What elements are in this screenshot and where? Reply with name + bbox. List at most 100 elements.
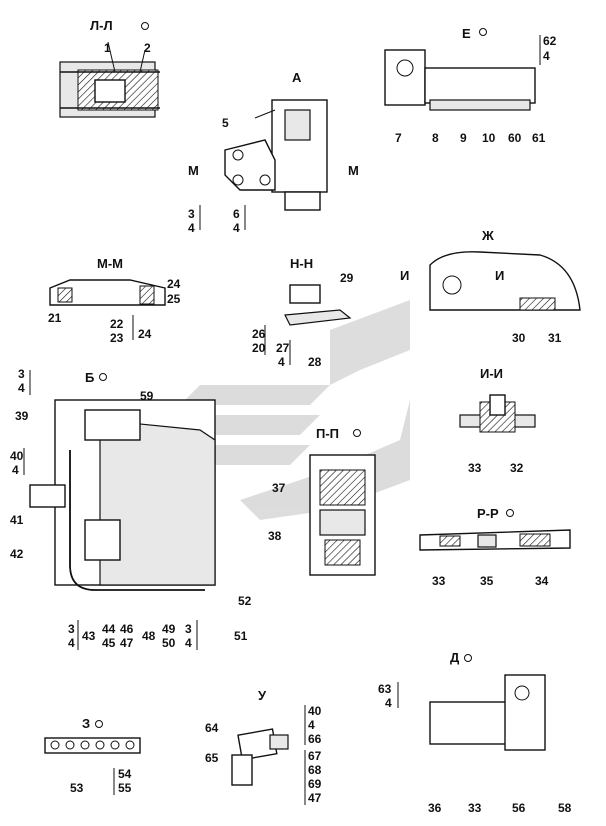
label-4c: 4 (68, 636, 75, 650)
view-b-title: Б (85, 370, 94, 385)
label-66: 66 (308, 732, 322, 746)
label-40: 40 (308, 704, 322, 718)
bolt-head (94, 79, 126, 103)
label-68: 68 (308, 763, 322, 777)
label-37: 37 (272, 481, 286, 495)
label-10: 10 (482, 131, 496, 145)
view-pp: П-П 37 38 (268, 426, 376, 576)
label-50: 50 (162, 636, 176, 650)
label-36: 36 (428, 801, 442, 815)
label-2: 2 (144, 41, 151, 55)
label-4: 4 (188, 221, 195, 235)
view-pp-title: П-П (316, 426, 339, 441)
label-23: 23 (110, 331, 124, 345)
label-33: 33 (432, 574, 446, 588)
label-9: 9 (460, 131, 467, 145)
label-28: 28 (308, 355, 322, 369)
label-29: 29 (340, 271, 354, 285)
view-d-title: Д (450, 650, 460, 665)
label-35: 35 (480, 574, 494, 588)
label-51: 51 (234, 629, 248, 643)
label-33b: 33 (468, 801, 482, 815)
label-4b: 4 (233, 221, 240, 235)
label-24b: 24 (138, 327, 152, 341)
inlet-pipe (29, 484, 66, 508)
label-60: 60 (508, 131, 522, 145)
view-rr-title: Р-Р (477, 506, 499, 521)
view-u-title: У (258, 688, 267, 703)
label-3c: 3 (68, 622, 75, 636)
label-49: 49 (162, 622, 176, 636)
label-52: 52 (238, 594, 252, 608)
bracket-block (384, 49, 426, 106)
label-25: 25 (167, 292, 181, 306)
view-e-title: Е (462, 26, 471, 41)
view-u: У 40 4 66 64 65 67 68 69 47 (205, 688, 322, 805)
pump-rotor (319, 509, 366, 536)
label-6: 6 (233, 207, 240, 221)
label-4b: 4 (12, 463, 19, 477)
label-30: 30 (512, 331, 526, 345)
label-67: 67 (308, 749, 322, 763)
section-marker-m-right: М (348, 163, 359, 178)
label-39: 39 (15, 409, 29, 423)
label-4d: 4 (185, 636, 192, 650)
label-22: 22 (110, 317, 124, 331)
label-47: 47 (120, 636, 134, 650)
cover-profile (429, 251, 581, 311)
label-61: 61 (532, 131, 546, 145)
label-1: 1 (104, 41, 111, 55)
view-nn-title: Н-Н (290, 256, 313, 271)
label-45: 45 (102, 636, 116, 650)
outlet-pipe (284, 191, 321, 211)
clip-head (289, 284, 321, 304)
label-24: 24 (167, 277, 181, 291)
clip-strip (284, 309, 352, 326)
bracket-body (429, 701, 511, 745)
view-ll-title: Л-Л (90, 18, 113, 33)
label-55: 55 (118, 781, 132, 795)
spring-element (284, 109, 311, 141)
label-54: 54 (118, 767, 132, 781)
label-5: 5 (222, 116, 229, 130)
label-65: 65 (205, 751, 219, 765)
label-43: 43 (82, 629, 96, 643)
label-34: 34 (535, 574, 549, 588)
label-62: 62 (543, 34, 557, 48)
section-marker-m-left: М (188, 163, 199, 178)
label-4: 4 (385, 696, 392, 710)
view-zh: Ж И И 30 31 (400, 228, 581, 345)
label-59: 59 (140, 389, 154, 403)
label-31: 31 (548, 331, 562, 345)
label-46: 46 (120, 622, 134, 636)
section-marker-i-right: И (495, 268, 504, 283)
label-21: 21 (48, 311, 62, 325)
label-3d: 3 (185, 622, 192, 636)
view-d: Д 63 4 36 33 56 58 (378, 650, 572, 815)
view-rr: Р-Р 33 35 34 (419, 506, 571, 588)
view-marker-circle (141, 22, 149, 30)
label-8: 8 (432, 131, 439, 145)
label-44: 44 (102, 622, 116, 636)
label-4: 4 (18, 381, 25, 395)
label-20: 20 (252, 341, 266, 355)
lower-block (84, 519, 121, 561)
view-ii-title: И-И (480, 366, 503, 381)
label-69: 69 (308, 777, 322, 791)
view-zh-title: Ж (481, 228, 494, 243)
label-63: 63 (378, 682, 392, 696)
section-marker-i-left: И (400, 268, 409, 283)
label-47: 47 (308, 791, 322, 805)
label-33: 33 (468, 461, 482, 475)
view-nn: Н-Н 29 26 20 27 4 28 (252, 256, 354, 369)
label-7: 7 (395, 131, 402, 145)
label-53: 53 (70, 781, 84, 795)
connector-lead (231, 754, 253, 786)
view-a-title: А (292, 70, 302, 85)
view-mm-title: М-М (97, 256, 123, 271)
label-4: 4 (308, 718, 315, 732)
label-3: 3 (188, 207, 195, 221)
label-26: 26 (252, 327, 266, 341)
label-56: 56 (512, 801, 526, 815)
